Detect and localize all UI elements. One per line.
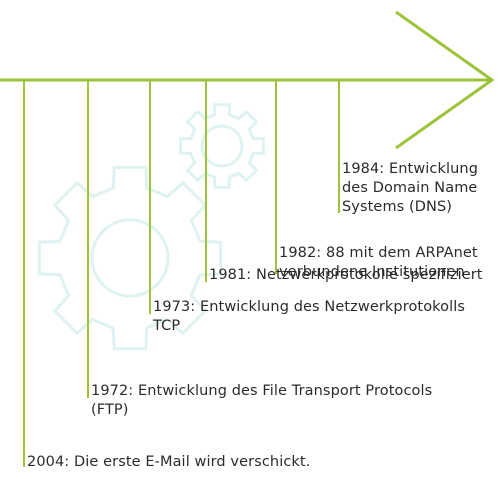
event-label-1972: 1972: Entwicklung des File Transport Pro… xyxy=(91,383,433,418)
gear-icon xyxy=(37,165,223,351)
event-label-1984: 1984: Entwicklung des Domain Name System… xyxy=(342,161,479,215)
arrow-right-icon xyxy=(395,10,495,150)
event-label-1973: 1973: Entwicklung des Netzwerkprotokolls… xyxy=(153,299,466,334)
event-label-1982: 1982: 88 mit dem ARPAnet verbundene Inst… xyxy=(279,245,478,280)
event-label-2004: 2004: Die erste E-Mail wird verschickt. xyxy=(27,454,311,470)
event-label-1981: 1981: Netzwerkprotokolle spezifiziert xyxy=(209,267,483,283)
gear-icon xyxy=(179,103,265,189)
